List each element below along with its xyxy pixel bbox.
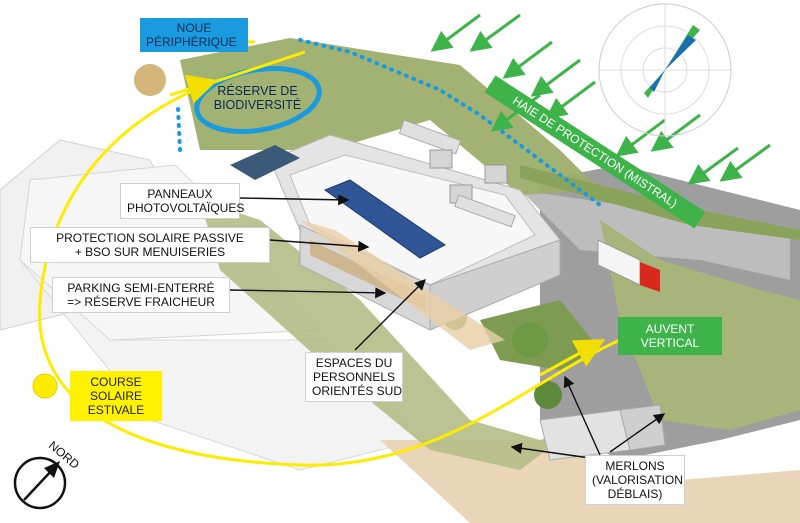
reserve-line-2: BIODIVERSITÉ [213,98,302,112]
sun-path [38,50,621,467]
protection-solaire-label: PROTECTION SOLAIRE PASSIVE + BSO SUR MEN… [30,227,270,263]
espaces-personnels-label: ESPACES DU PERSONNELS ORIENTÉS SUD [305,352,403,402]
espaces-line-2: PERSONNELS [312,370,396,384]
panneaux-line-2: PHOTOVOLTAÏQUES [127,201,245,215]
espaces-line-3: ORIENTÉS SUD [312,384,403,398]
panneaux-line-1: PANNEAUX [147,187,213,201]
noue-line-2: PÉRIPHÉRIQUE [146,35,237,49]
north-compass-icon [13,456,67,510]
panneaux-label: PANNEAUX PHOTOVOLTAÏQUES [120,183,245,219]
merlons-line-3: DÉBLAIS) [607,487,663,501]
protection-line-2: + BSO SUR MENUISERIES [74,245,226,259]
espaces-line-1: ESPACES DU [315,356,393,370]
parking-label: PARKING SEMI-ENTERRÉ => RÉSERVE FRAICHEU… [52,277,230,313]
building [230,119,561,350]
course-line-1: COURSE [90,375,142,389]
reserve-biodiversite-label: RÉSERVE DE BIODIVERSITÉ [205,84,310,112]
noue-line-1: NOUE [176,21,212,35]
noue-peripherique-label: NOUE PÉRIPHÉRIQUE [140,18,248,52]
parking-line-2: => RÉSERVE FRAICHEUR [67,295,215,309]
auvent-line-1: AUVENT [645,322,695,336]
sun-icon [32,373,58,399]
merlons-line-1: MERLONS [605,459,665,473]
reserve-line-1: RÉSERVE DE [217,84,298,98]
course-line-3: ESTIVALE [87,403,145,417]
leader-lines [229,194,666,459]
course-solaire-label: COURSE SOLAIRE ESTIVALE [70,371,162,421]
auvent-line-2: VERTICAL [640,336,700,350]
auvent-vertical-label: AUVENT VERTICAL [618,317,722,355]
merlons-label: MERLONS (VALORISATION DÉBLAIS) [585,455,685,505]
protection-line-1: PROTECTION SOLAIRE PASSIVE [56,231,244,245]
truck [597,239,660,292]
noue-dotted-line [298,38,602,207]
solar-panel-array [323,179,446,259]
merlons-line-2: (VALORISATION [592,473,683,487]
wind-rose-icon [598,3,732,137]
parking-line-1: PARKING SEMI-ENTERRÉ [67,281,215,295]
course-line-2: SOLAIRE [89,389,143,403]
